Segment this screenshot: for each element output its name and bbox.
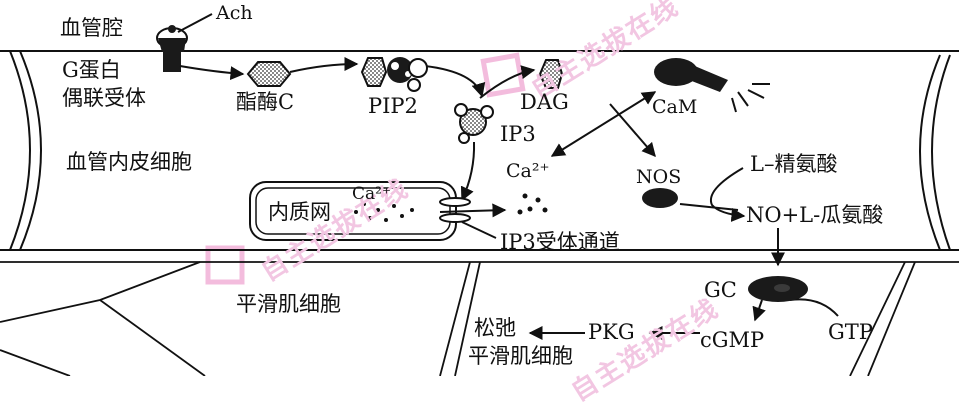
ca-cytosol-dots — [518, 194, 548, 215]
dag-label: DAG — [520, 92, 569, 113]
l-arginine-label: L–精氨酸 — [750, 154, 837, 175]
pip2-shape — [362, 57, 427, 91]
relax-label-line2: 平滑肌细胞 — [468, 346, 573, 367]
cgmp-label: cGMP — [700, 330, 764, 351]
nos-shape — [642, 188, 678, 208]
pip2-label: PIP2 — [368, 96, 418, 117]
no-citrulline-label: NO+L-瓜氨酸 — [746, 205, 883, 226]
ach-label: Ach — [216, 4, 253, 23]
ca-er-label: Ca²⁺ — [352, 186, 391, 203]
gtp-label: GTP — [828, 322, 873, 343]
ip3-shape — [455, 104, 493, 143]
er-label: 内质网 — [268, 202, 331, 223]
ach-line — [178, 14, 212, 32]
ip3-receptor-label: IP3受体通道 — [500, 232, 620, 253]
plc-shape — [248, 62, 290, 86]
smooth-muscle-label: 平滑肌细胞 — [236, 294, 341, 315]
cam-label: CaM — [652, 98, 697, 117]
ip3-label: IP3 — [500, 124, 536, 145]
ip3-receptor-pointer — [462, 222, 496, 238]
receptor-label-line2: 偶联受体 — [62, 88, 146, 109]
relax-label-line1: 松弛 — [474, 318, 516, 339]
vessel-lumen-label: 血管腔 — [60, 18, 123, 39]
pkg-label: PKG — [588, 322, 635, 343]
plc-label: 酯酶C — [236, 92, 294, 113]
endothelial-cell-label: 血管内皮细胞 — [66, 152, 192, 173]
ca-cytosol-label: Ca²⁺ — [506, 162, 550, 181]
gc-shape — [748, 276, 808, 302]
nos-label: NOS — [636, 168, 681, 187]
diagram: 自主选拔在线 自主选拔在线 自主选拔在线 血管腔 Ach G蛋白 偶联受体 酯酶… — [0, 0, 959, 376]
gc-label: GC — [704, 280, 737, 301]
receptor-label-line1: G蛋白 — [62, 60, 121, 81]
gpcr-receptor-shape — [157, 25, 187, 72]
